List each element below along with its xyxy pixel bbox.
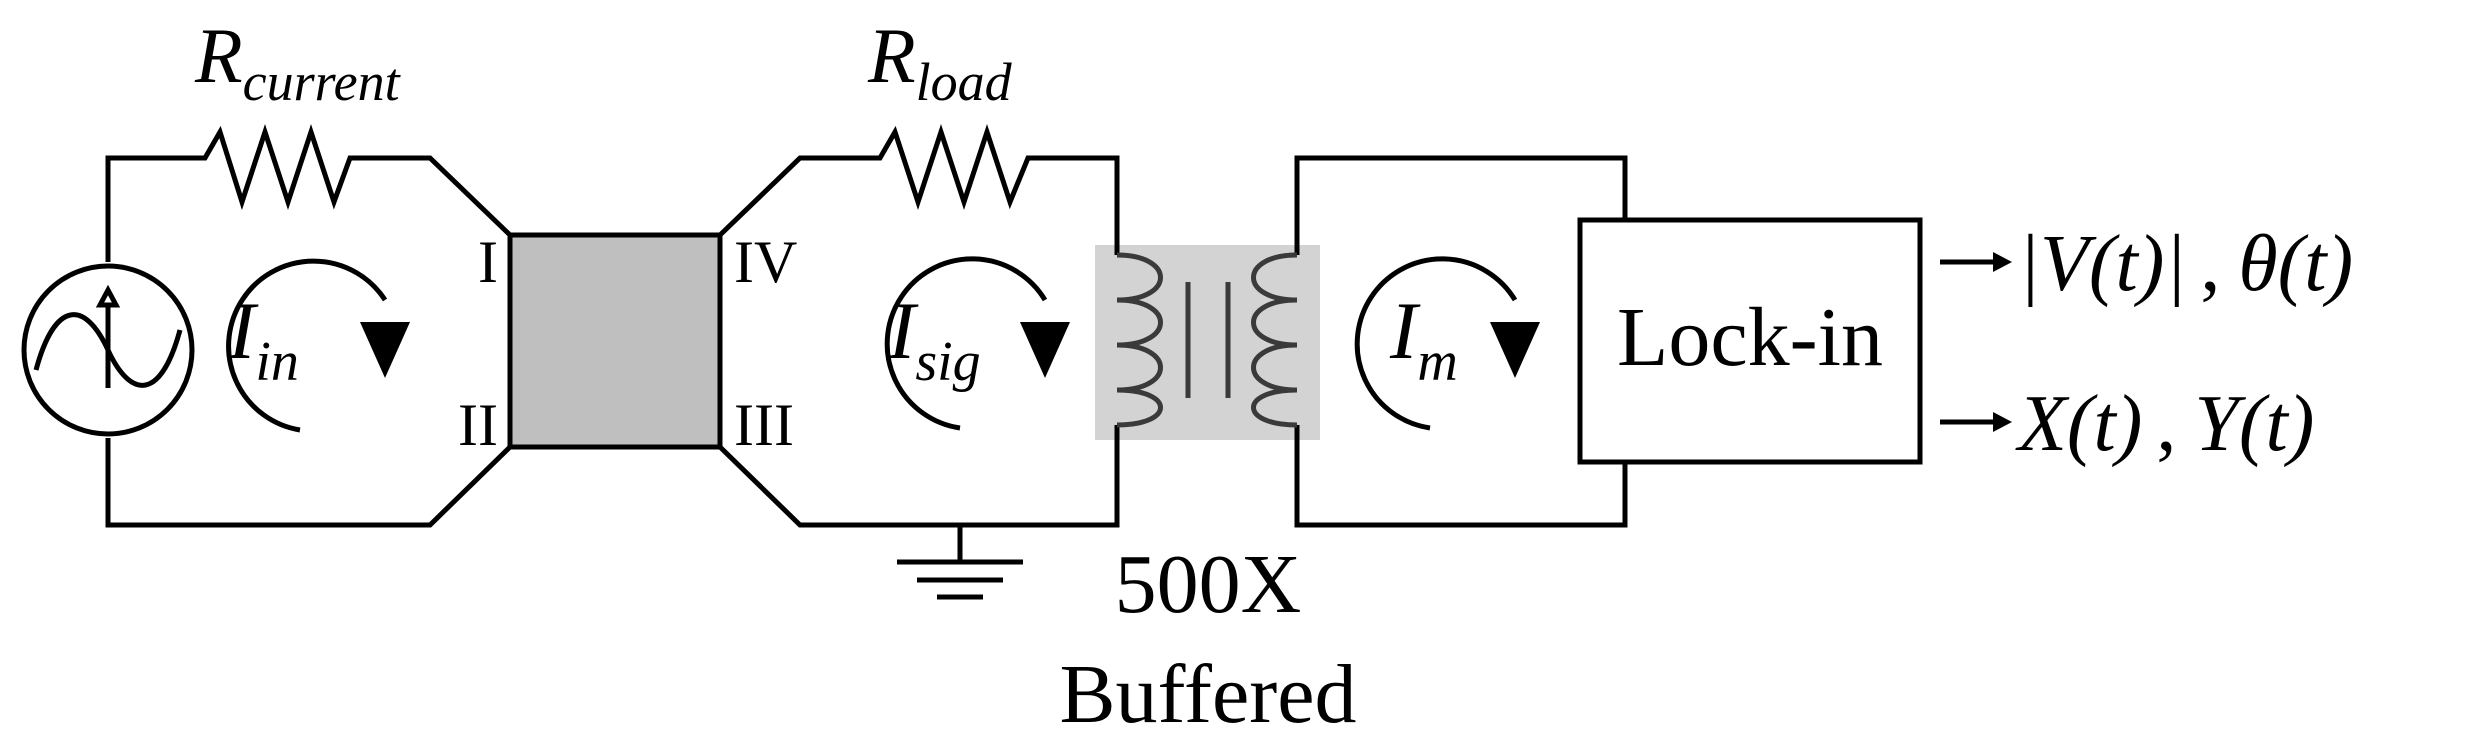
resistor-load-label: Rload — [867, 12, 1013, 112]
transformer-ratio-label: 500X — [1115, 538, 1302, 631]
output-magnitude: |V(t)| — [2018, 220, 2186, 308]
transformer-secondary-coil — [1251, 252, 1298, 428]
signal-current-label: Isig — [887, 285, 981, 393]
terminal-label-4: IV — [734, 229, 797, 295]
output-arrow-cartesian-head — [1993, 412, 2012, 432]
ac-source-arrow-head — [95, 284, 121, 308]
transformer-type-label: Buffered — [1060, 648, 1357, 737]
ac-source-circle — [21, 263, 195, 437]
sample-device — [507, 232, 723, 450]
input-loop-arrowhead — [360, 322, 410, 378]
signal-loop-arrowhead — [1020, 322, 1070, 378]
output-polar-label: |V(t)|,θ(t) — [2018, 220, 2353, 308]
measure-loop-arrow — [1354, 256, 1518, 431]
output-x: X(t) — [2015, 380, 2142, 468]
input-current-label: Iin — [227, 285, 299, 393]
output-arrow-polar-head — [1993, 252, 2012, 272]
transformer-primary-coil — [1116, 252, 1163, 428]
left-loop-bottom-wire — [105, 438, 512, 528]
lockin-label: Lock-in — [1617, 291, 1883, 384]
resistor-current-label: Rcurrent — [194, 12, 402, 112]
terminal-label-2: II — [458, 392, 498, 458]
terminal-label-1: I — [478, 229, 498, 295]
measure-current-label: Im — [1389, 285, 1458, 393]
right-loop-bottom-wire — [1294, 425, 1628, 528]
lockin-box — [1577, 217, 1923, 465]
output-phase: θ(t) — [2238, 220, 2353, 308]
input-loop-arrow — [226, 258, 388, 433]
signal-loop-arrow — [884, 256, 1048, 431]
measure-loop-arrowhead — [1490, 322, 1540, 378]
right-loop-top-wire — [1294, 155, 1628, 255]
output-y: Y(t) — [2194, 380, 2314, 468]
middle-loop-top-wire — [718, 123, 1120, 255]
terminal-label-3: III — [734, 392, 794, 458]
output-cartesian-label: X(t),Y(t) — [2015, 380, 2314, 468]
left-loop-top-wire — [105, 123, 512, 262]
